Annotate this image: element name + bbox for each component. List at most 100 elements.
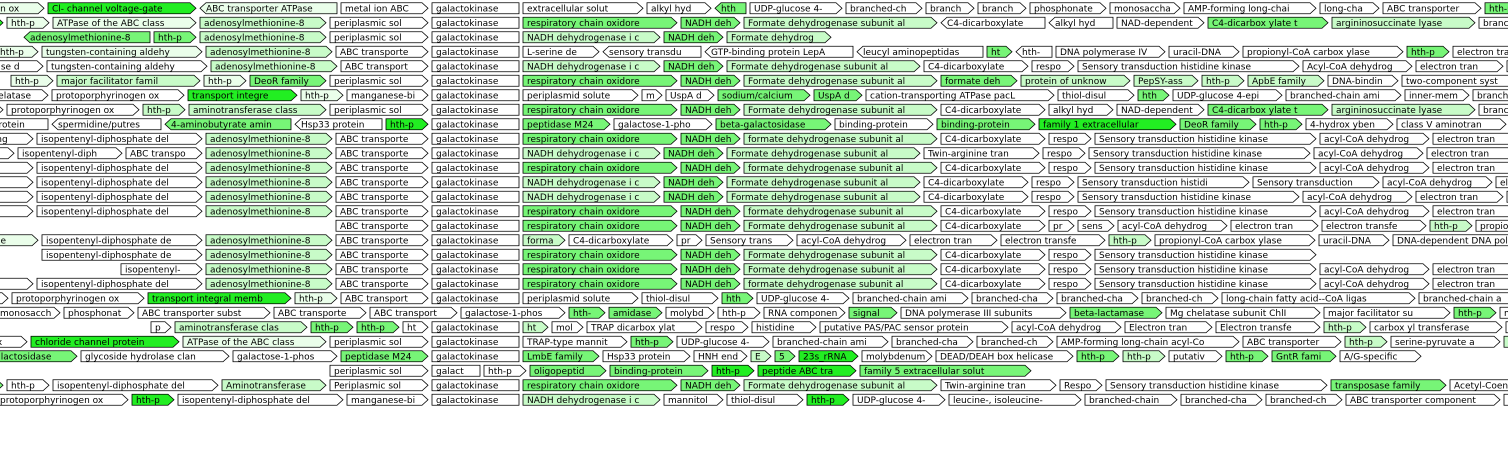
gene-arrow[interactable]: Formate dehydrogenase subunit al bbox=[743, 379, 938, 392]
gene-arrow[interactable]: alkyl hyd bbox=[646, 2, 712, 15]
gene-arrow[interactable]: respiratory chain oxidore bbox=[522, 219, 678, 232]
gene-arrow[interactable]: isopentenyl-diphosphate del bbox=[36, 132, 203, 145]
gene-arrow[interactable]: DNA polymerase III subunits bbox=[900, 306, 1067, 319]
gene-arrow[interactable]: A/G-specific bbox=[1339, 350, 1422, 363]
gene-arrow[interactable]: two-component syst bbox=[1401, 74, 1508, 87]
gene-arrow[interactable]: forma bbox=[522, 234, 566, 247]
gene-arrow[interactable]: acyl-CoA dehydrog bbox=[1319, 161, 1430, 174]
gene-arrow[interactable]: major facilitator famil bbox=[56, 74, 201, 87]
gene-arrow[interactable]: Sensory transduction histidine kinase bbox=[1094, 132, 1317, 145]
gene-arrow[interactable]: C4-dicarboxylate bbox=[923, 190, 1029, 203]
gene-arrow[interactable]: formate deh bbox=[940, 74, 1018, 87]
gene-arrow[interactable]: Sensory transduction histidine kinase bbox=[1094, 248, 1317, 261]
gene-arrow[interactable]: transposase family bbox=[1330, 379, 1447, 392]
gene-arrow[interactable]: galactokinase bbox=[431, 161, 520, 174]
gene-arrow[interactable]: thiol-disul bbox=[1057, 89, 1135, 102]
gene-arrow[interactable]: respo bbox=[1031, 60, 1075, 73]
gene-arrow[interactable]: electron tran bbox=[1415, 190, 1504, 203]
gene-arrow[interactable]: Formate dehydrogenase subunit al bbox=[726, 190, 921, 203]
gene-arrow[interactable]: periplasmic sol bbox=[329, 74, 429, 87]
gene-arrow[interactable]: branched-ch bbox=[1141, 292, 1219, 305]
gene-arrow[interactable]: family 5 extracellular solut bbox=[859, 364, 1032, 377]
gene-arrow[interactable]: cation-transporting ATPase pacL bbox=[865, 89, 1055, 102]
gene-arrow[interactable]: Formate dehydrogenase subunit al bbox=[726, 60, 921, 73]
gene-arrow[interactable]: Sensory transduction histidine kinase bbox=[1088, 147, 1311, 160]
gene-arrow[interactable]: Formate dehydrogenase subunit al bbox=[743, 74, 938, 87]
gene-arrow[interactable]: propionyl-CoA carbox ylase bbox=[1242, 45, 1404, 58]
gene-arrow[interactable]: galactokinase bbox=[431, 31, 520, 44]
gene-arrow[interactable]: acyl-CoA dehydrog bbox=[1117, 219, 1228, 232]
gene-arrow[interactable]: mannitol bbox=[663, 393, 724, 406]
gene-arrow[interactable]: Hsp33 protein bbox=[602, 350, 691, 363]
gene-arrow[interactable]: NADH deh bbox=[680, 161, 741, 174]
gene-arrow[interactable]: respo bbox=[1031, 176, 1075, 189]
gene-arrow[interactable]: galactokinase bbox=[431, 16, 520, 29]
gene-arrow[interactable]: hth bbox=[714, 2, 747, 15]
gene-arrow[interactable]: UDP-glucose 4- bbox=[756, 292, 850, 305]
gene-arrow[interactable]: protoporphyrinogen ox bbox=[0, 2, 45, 15]
gene-arrow[interactable]: periplasmic sol bbox=[329, 335, 429, 348]
gene-arrow[interactable]: transport integre bbox=[187, 89, 298, 102]
gene-arrow[interactable]: electron tran bbox=[1415, 60, 1504, 73]
gene-arrow[interactable]: NADH deh bbox=[680, 379, 741, 392]
gene-arrow[interactable]: DeoR family bbox=[249, 74, 327, 87]
gene-arrow[interactable]: isopentenyl-diphosphate de bbox=[41, 234, 203, 247]
gene-arrow[interactable]: C4-dicarboxylate bbox=[940, 161, 1046, 174]
gene-arrow[interactable]: hth-p bbox=[483, 364, 527, 377]
gene-arrow[interactable]: Electron transfe bbox=[1215, 321, 1321, 334]
gene-arrow[interactable]: oligopeptid bbox=[529, 364, 607, 377]
gene-arrow[interactable]: propionyl-CoA carbox ylase bbox=[1154, 234, 1316, 247]
gene-arrow[interactable]: NADH dehydrogenase i c bbox=[522, 190, 661, 203]
gene-arrow[interactable]: protoporphyrinogen ox bbox=[51, 89, 185, 102]
gene-arrow[interactable]: ABC transporte bbox=[273, 306, 367, 319]
gene-arrow[interactable]: adenosylmethionine-8 bbox=[205, 161, 333, 174]
gene-arrow[interactable]: ABC transporter subst bbox=[137, 306, 271, 319]
gene-arrow[interactable]: ABC transporte bbox=[335, 277, 429, 290]
gene-arrow[interactable]: HNH end bbox=[693, 350, 748, 363]
gene-arrow[interactable]: periplasmid solute bbox=[522, 292, 639, 305]
gene-arrow[interactable]: ABC transporte bbox=[335, 190, 429, 203]
gene-arrow[interactable]: branched-ch bbox=[845, 2, 923, 15]
gene-arrow[interactable]: acyl-CoA dehydrog bbox=[1319, 263, 1430, 276]
gene-arrow[interactable]: ATPase of the ABC class bbox=[182, 335, 327, 348]
gene-arrow[interactable]: p bbox=[150, 321, 172, 334]
gene-arrow[interactable]: branched-chain ami bbox=[772, 335, 889, 348]
gene-arrow[interactable]: alkyl hyd bbox=[1048, 16, 1114, 29]
gene-arrow[interactable]: hth-p bbox=[1201, 74, 1245, 87]
gene-arrow[interactable]: galactokinase bbox=[431, 393, 520, 406]
gene-arrow[interactable]: Aminotransferase bbox=[221, 379, 327, 392]
gene-arrow[interactable]: Electron tran bbox=[1124, 321, 1213, 334]
gene-arrow[interactable]: adenosylmethionine-8 bbox=[205, 176, 333, 189]
gene-arrow[interactable]: phosphonat bbox=[63, 306, 135, 319]
gene-arrow[interactable]: Sensory transduction histidine kinase bbox=[1094, 263, 1317, 276]
gene-arrow[interactable]: hth-p bbox=[294, 292, 338, 305]
gene-arrow[interactable]: ase bbox=[0, 104, 4, 116]
gene-arrow[interactable]: C4-dicarbox ylate t bbox=[1207, 103, 1329, 116]
gene-arrow[interactable]: long-cha bbox=[1319, 2, 1380, 15]
gene-arrow[interactable]: aminotransferase clas bbox=[174, 321, 308, 334]
gene-arrow[interactable]: hth bbox=[721, 292, 754, 305]
gene-arrow[interactable]: monosaccha bbox=[1109, 2, 1181, 15]
gene-arrow[interactable]: NADH dehydrogenase i c bbox=[522, 60, 661, 73]
gene-arrow[interactable]: adenosylmethionine-8 bbox=[205, 248, 333, 261]
gene-arrow[interactable]: putative PAS/PAC sensor protein bbox=[819, 321, 1009, 334]
gene-arrow[interactable]: C4-dicarboxylate bbox=[940, 16, 1046, 29]
gene-arrow[interactable]: ApbE family bbox=[1247, 74, 1325, 87]
gene-arrow[interactable]: galactokinase bbox=[431, 132, 520, 145]
gene-arrow[interactable]: ABC transport bbox=[340, 60, 429, 73]
gene-arrow[interactable]: hth-p bbox=[385, 118, 429, 131]
gene-arrow[interactable]: NADH deh bbox=[663, 147, 724, 160]
gene-arrow[interactable]: formate dehydrogenase subunit al bbox=[743, 277, 938, 290]
gene-arrow[interactable]: galactokinase bbox=[431, 74, 520, 87]
gene-arrow[interactable]: branched-ch bbox=[1265, 393, 1343, 406]
gene-arrow[interactable]: C4-dicarboxylate bbox=[940, 248, 1046, 261]
gene-arrow[interactable]: respo bbox=[1048, 263, 1092, 276]
gene-arrow[interactable]: LmbE family bbox=[522, 350, 600, 363]
gene-arrow[interactable]: galactokinase bbox=[431, 45, 520, 58]
gene-arrow[interactable]: PepSY-ass bbox=[1133, 74, 1199, 87]
gene-arrow[interactable]: ochelatase bbox=[0, 89, 49, 102]
gene-arrow[interactable]: ABC transporte bbox=[335, 45, 429, 58]
gene-arrow[interactable]: NADH dehydrogenase i c bbox=[522, 31, 661, 44]
gene-arrow[interactable]: branch bbox=[925, 2, 975, 15]
gene-arrow[interactable]: NADH deh bbox=[663, 60, 724, 73]
